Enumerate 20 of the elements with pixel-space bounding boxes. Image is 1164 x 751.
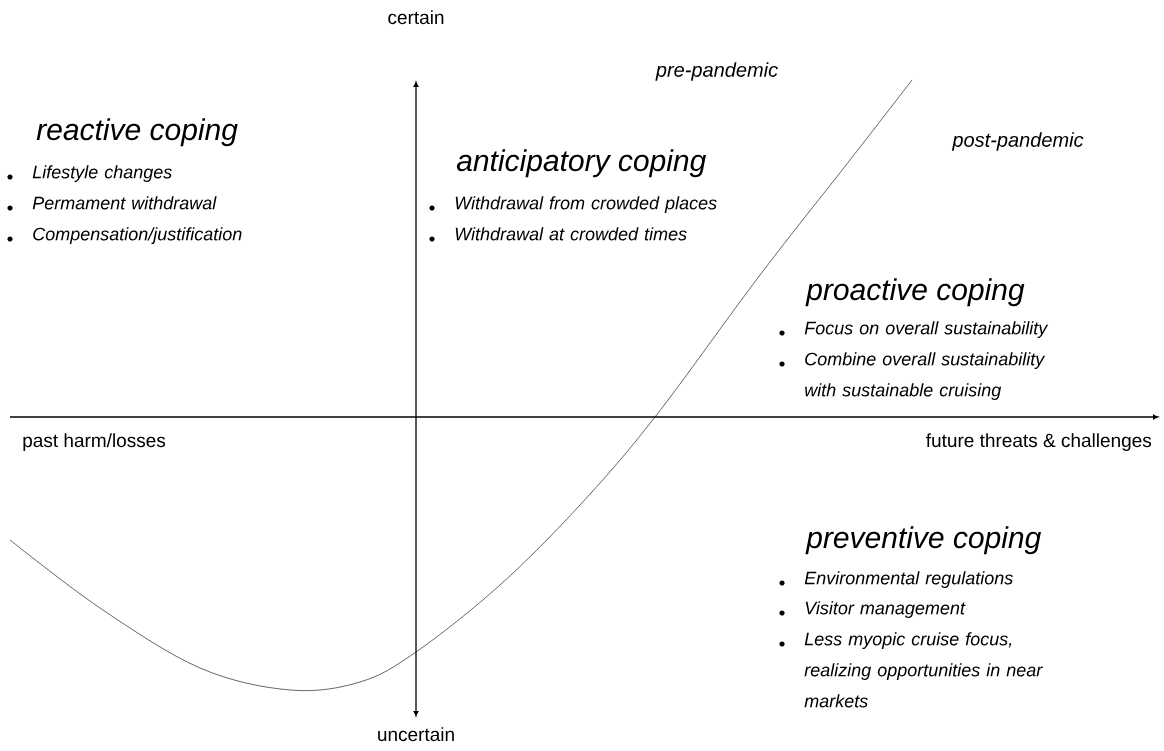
period-label: pre-pandemic <box>655 62 778 81</box>
bullet-item: Combine overall sustainability with sustainable cruising <box>779 352 1046 400</box>
heading: preventive coping <box>805 526 1041 555</box>
heading: proactive coping <box>805 278 1025 307</box>
bullet-item: Environmental regulations <box>779 571 1013 588</box>
axis-label: future threats & challenges <box>926 433 1152 451</box>
bullet-item: Withdrawal at crowded times <box>429 227 687 242</box>
heading: reactive coping <box>36 118 238 147</box>
bullet-item: Lifestyle changes <box>7 165 172 182</box>
bullet-item: Withdrawal from crowded places <box>429 196 717 213</box>
heading: anticipatory coping <box>456 149 707 178</box>
bullet-item: Permament withdrawal <box>7 196 217 211</box>
axis-label: uncertain <box>378 727 454 742</box>
bullet-item: Compensation/justification <box>7 227 242 244</box>
bullet-item: Focus on overall sustainability <box>779 321 1049 338</box>
axis-label: certain <box>388 10 444 25</box>
bullet-item: Visitor management <box>779 601 966 618</box>
period-label: post-pandemic <box>951 132 1084 151</box>
bullet-item: Less myopic cruise focus, realizing opportunities in near markets <box>779 632 1043 708</box>
axis-label: past harm/losses <box>23 433 166 451</box>
